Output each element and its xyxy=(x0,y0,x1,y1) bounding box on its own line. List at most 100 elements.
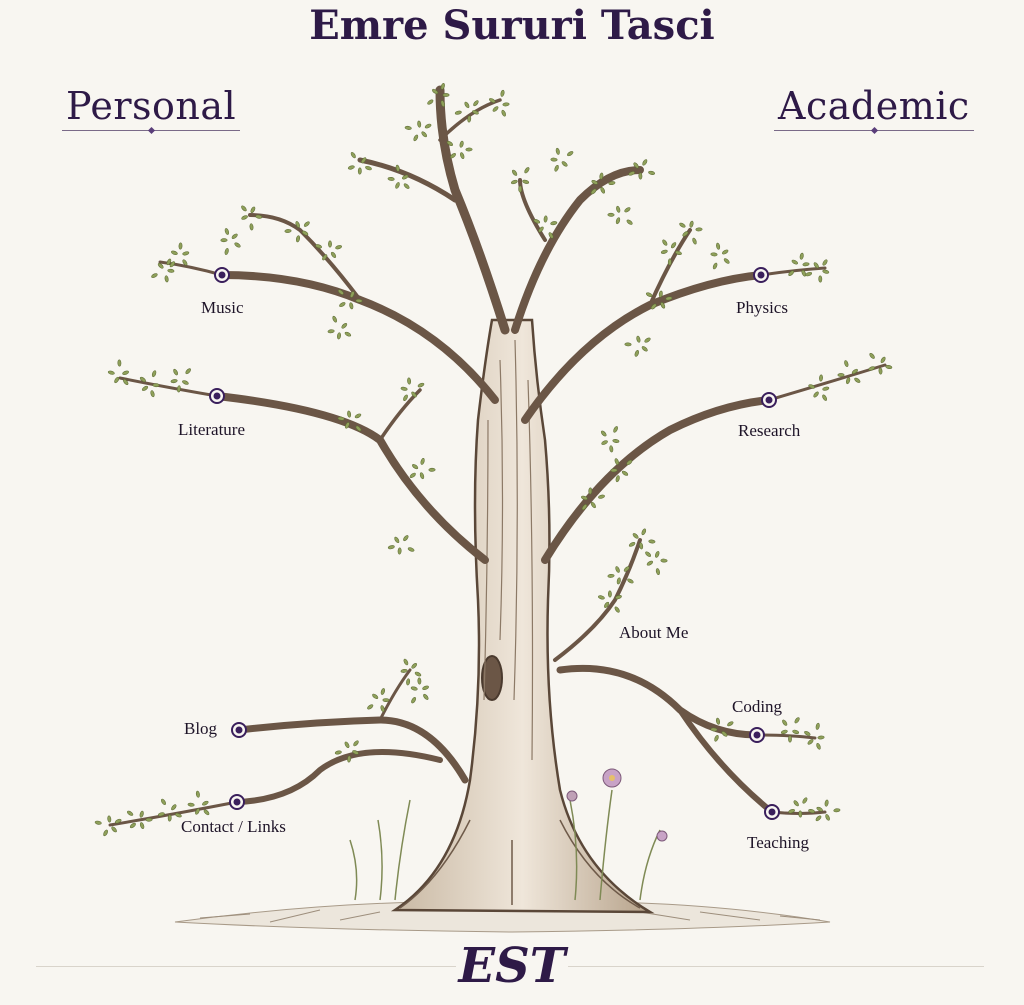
coding-link[interactable]: Coding xyxy=(732,697,783,716)
leaf xyxy=(350,291,355,298)
leaf xyxy=(722,249,729,255)
leaf xyxy=(421,131,428,138)
leaf xyxy=(171,250,178,255)
leaf xyxy=(411,697,417,704)
contact-node-icon[interactable] xyxy=(229,794,245,810)
section-heading-personal-label: Personal xyxy=(66,84,237,128)
leaf xyxy=(567,151,574,157)
literature-link[interactable]: Literature xyxy=(178,420,246,439)
teaching-node-icon[interactable] xyxy=(764,804,780,820)
footer-divider-left xyxy=(36,966,456,967)
leaf xyxy=(714,734,719,742)
contact-links-link[interactable]: Contact / Links xyxy=(181,817,286,836)
leaf xyxy=(837,373,845,377)
leaf xyxy=(655,568,660,576)
leaf xyxy=(241,215,248,220)
leaf xyxy=(813,391,819,398)
leaf xyxy=(648,539,656,544)
leaf xyxy=(715,717,721,725)
node-dots xyxy=(209,267,780,820)
blog-link[interactable]: Blog xyxy=(184,719,218,738)
leaf xyxy=(355,298,363,303)
leaf xyxy=(604,601,610,608)
leaf xyxy=(716,242,721,250)
leaf xyxy=(182,380,189,385)
leaf xyxy=(417,120,422,128)
leaf xyxy=(295,221,300,228)
leaf xyxy=(511,169,518,176)
leaf xyxy=(347,755,352,763)
leaf xyxy=(791,259,799,265)
research-node-icon[interactable] xyxy=(761,392,777,408)
leaf xyxy=(472,110,479,115)
music-node-icon[interactable] xyxy=(214,267,230,283)
leaf xyxy=(780,729,788,735)
leaf xyxy=(548,232,554,239)
leaf xyxy=(459,140,464,148)
leaf xyxy=(802,797,808,804)
leaf xyxy=(123,379,129,385)
leaf xyxy=(805,271,813,277)
leaf xyxy=(328,240,332,248)
leaf xyxy=(682,231,689,237)
leaf xyxy=(157,812,165,817)
leaf xyxy=(139,810,144,818)
leaf xyxy=(590,501,596,509)
leaf xyxy=(341,322,348,329)
leaf xyxy=(642,159,648,166)
leaf xyxy=(610,468,618,473)
leaf xyxy=(404,125,412,130)
leaf xyxy=(173,368,178,376)
leaf xyxy=(670,242,677,249)
leaf xyxy=(624,342,632,347)
teaching-link[interactable]: Teaching xyxy=(747,833,810,852)
coding-node-icon[interactable] xyxy=(749,727,765,743)
leaf xyxy=(645,292,653,298)
leaf xyxy=(660,302,666,309)
leaf xyxy=(335,245,342,250)
leaf xyxy=(654,551,660,558)
leaf xyxy=(339,302,346,308)
about-me-link[interactable]: About Me xyxy=(619,623,689,642)
leaf xyxy=(414,671,422,677)
leaf xyxy=(615,566,620,573)
leaf xyxy=(170,379,178,384)
leaf xyxy=(600,187,606,194)
literature-node-icon[interactable] xyxy=(209,388,225,404)
leaf xyxy=(387,176,395,181)
leaf xyxy=(601,440,608,445)
leaf xyxy=(195,808,200,815)
leaf xyxy=(473,100,479,107)
leaf xyxy=(788,735,792,743)
leaf xyxy=(403,535,409,542)
leaf xyxy=(621,470,629,476)
leaf xyxy=(695,227,703,232)
tree-branches xyxy=(108,85,887,827)
leaf xyxy=(845,377,851,385)
leaf xyxy=(220,238,228,243)
leaf xyxy=(413,134,419,142)
physics-link[interactable]: Physics xyxy=(736,298,788,317)
music-link[interactable]: Music xyxy=(201,298,244,317)
footer-monogram: EST xyxy=(458,938,566,994)
leaf xyxy=(844,360,849,367)
leaf xyxy=(869,352,875,359)
leaf xyxy=(822,269,830,274)
leaf xyxy=(400,668,408,673)
leaf xyxy=(178,242,183,250)
leaf xyxy=(152,383,160,388)
leaf xyxy=(249,223,254,231)
leaf xyxy=(815,815,822,822)
leaf xyxy=(501,109,506,117)
leaf xyxy=(440,83,445,90)
leaf xyxy=(420,458,425,465)
leaf xyxy=(419,472,425,480)
leaf xyxy=(658,290,663,298)
research-link[interactable]: Research xyxy=(738,421,801,440)
leaf xyxy=(417,677,422,685)
leaf xyxy=(808,809,816,814)
tree-leaves xyxy=(94,83,893,837)
leaf xyxy=(616,205,621,213)
blog-node-icon[interactable] xyxy=(231,722,247,738)
physics-node-icon[interactable] xyxy=(753,267,769,283)
